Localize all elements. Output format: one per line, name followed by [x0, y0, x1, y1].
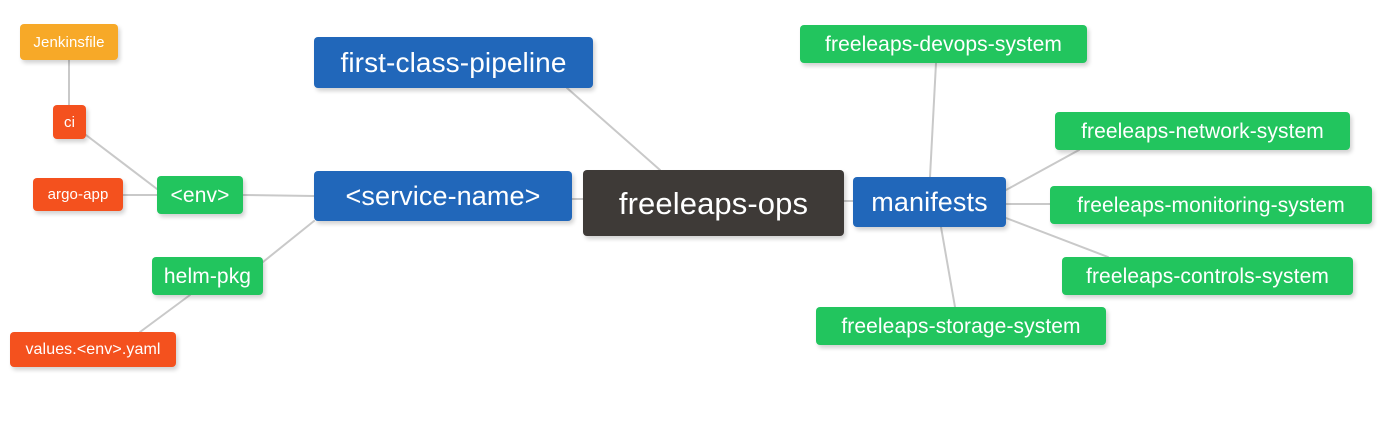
node-label-freeleaps-devops-system: freeleaps-devops-system	[825, 32, 1062, 56]
edge-helm-pkg-to-values-env-yaml	[139, 294, 191, 333]
node-ci[interactable]: ci	[53, 105, 86, 139]
node-label-ci: ci	[63, 113, 76, 131]
node-freeleaps-network-system[interactable]: freeleaps-network-system	[1055, 112, 1350, 150]
node-label-service-name: <service-name>	[345, 180, 541, 211]
node-label-first-class-pipeline: first-class-pipeline	[340, 46, 567, 78]
node-label-freeleaps-ops: freeleaps-ops	[618, 185, 809, 221]
node-freeleaps-monitoring-system[interactable]: freeleaps-monitoring-system	[1050, 186, 1372, 224]
node-manifests[interactable]: manifests	[853, 177, 1006, 227]
node-first-class-pipeline[interactable]: first-class-pipeline	[314, 37, 593, 88]
node-env[interactable]: <env>	[157, 176, 243, 214]
node-argo-app[interactable]: argo-app	[33, 178, 123, 211]
node-helm-pkg[interactable]: helm-pkg	[152, 257, 263, 295]
node-label-freeleaps-storage-system: freeleaps-storage-system	[841, 314, 1081, 338]
node-label-manifests: manifests	[871, 186, 988, 217]
node-label-argo-app: argo-app	[47, 186, 109, 203]
node-freeleaps-controls-system[interactable]: freeleaps-controls-system	[1062, 257, 1353, 295]
node-label-freeleaps-monitoring-system: freeleaps-monitoring-system	[1077, 193, 1345, 217]
node-freeleaps-storage-system[interactable]: freeleaps-storage-system	[816, 307, 1106, 345]
node-freeleaps-devops-system[interactable]: freeleaps-devops-system	[800, 25, 1087, 63]
node-service-name[interactable]: <service-name>	[314, 171, 572, 221]
node-label-values-env-yaml: values.<env>.yaml	[25, 340, 161, 358]
node-label-freeleaps-network-system: freeleaps-network-system	[1081, 119, 1324, 143]
edge-manifests-to-freeleaps-devops-system	[929, 62, 937, 178]
node-label-helm-pkg: helm-pkg	[163, 264, 252, 288]
node-label-env: <env>	[170, 183, 230, 207]
edge-manifests-to-freeleaps-network-system	[1005, 149, 1080, 191]
edge-first-class-pipeline-to-freeleaps-ops	[566, 87, 661, 171]
node-label-freeleaps-controls-system: freeleaps-controls-system	[1086, 264, 1329, 288]
edge-service-name-to-helm-pkg	[262, 220, 315, 263]
edge-manifests-to-freeleaps-storage-system	[940, 226, 956, 308]
node-values-env-yaml[interactable]: values.<env>.yaml	[10, 332, 176, 367]
edge-env-to-service-name	[242, 194, 315, 197]
node-freeleaps-ops[interactable]: freeleaps-ops	[583, 170, 844, 236]
node-label-jenkinsfile: Jenkinsfile	[33, 33, 105, 51]
node-jenkinsfile[interactable]: Jenkinsfile	[20, 24, 118, 60]
